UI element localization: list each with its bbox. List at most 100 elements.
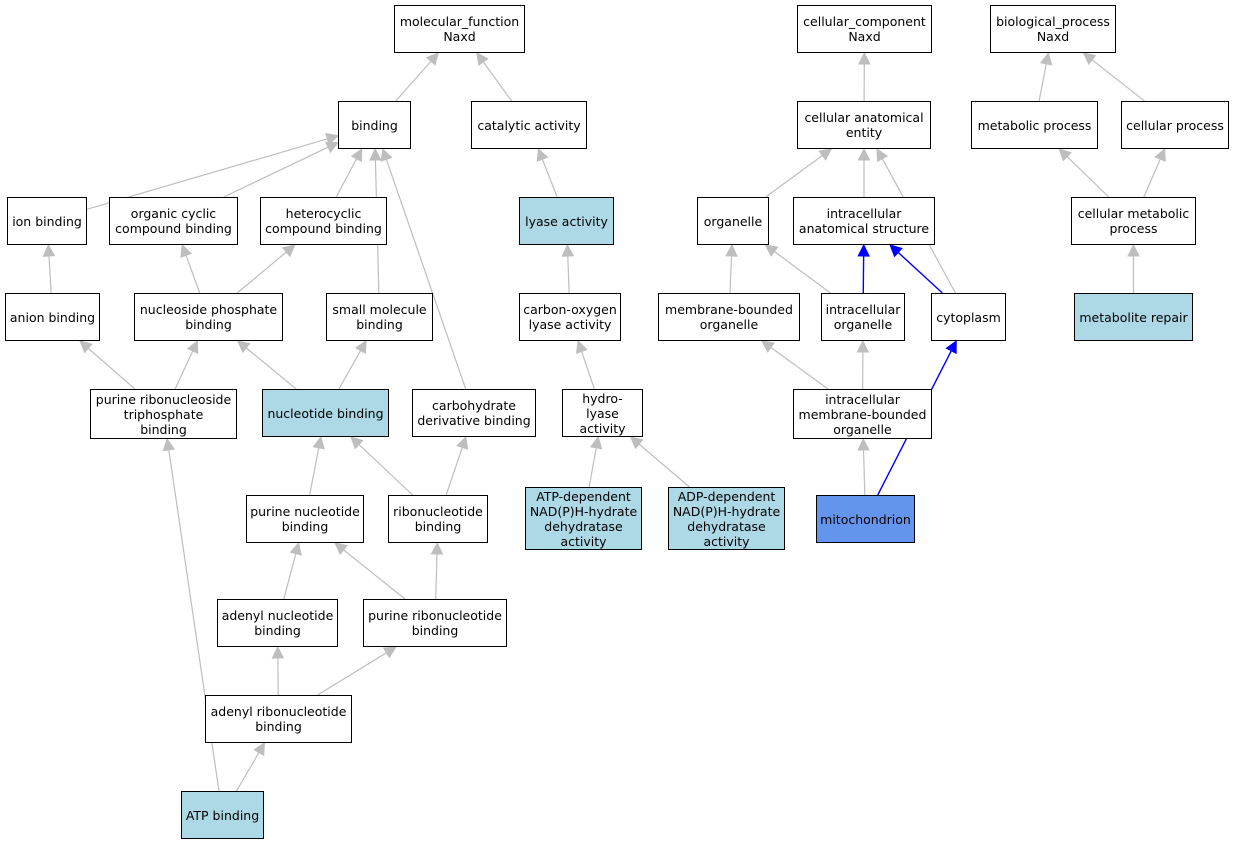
edge-arrowhead [380,147,393,162]
go-term-node[interactable]: adenyl ribonucleotide binding [205,695,352,743]
go-term-node[interactable]: cytoplasm [931,293,1006,341]
edge-line [87,347,136,390]
go-term-label: catalytic activity [477,117,581,133]
edge-arrowhead [281,244,296,258]
go-term-node[interactable]: purine ribonucleotide binding [363,599,507,647]
edge-line [638,443,690,488]
edge-arrowhead [1154,147,1166,163]
go-term-node[interactable]: intracellular membrane-bounded organelle [793,389,932,439]
go-term-node[interactable]: cellular process [1121,101,1229,149]
edge-arrowhead [1127,243,1140,257]
edge-arrowhead [725,243,738,257]
go-term-node[interactable]: purine ribonucleoside triphosphate bindi… [90,389,237,439]
go-term-node[interactable]: cellular anatomical entity [797,101,931,149]
go-term-node[interactable]: ATP-dependent NAD(P)H-hydrate dehydratas… [525,487,642,550]
edge-arrowhead [382,646,397,659]
edge-line [729,255,733,294]
edge-arrowhead [324,141,340,154]
edge-arrowhead [1058,148,1072,162]
go-term-label: binding [351,117,398,133]
edge-arrowhead [325,132,340,145]
edge-arrowhead [271,645,285,659]
go-term-label: ADP-dependent NAD(P)H-hydrate dehydratas… [672,488,781,549]
go-term-node[interactable]: ADP-dependent NAD(P)H-hydrate dehydratas… [668,487,785,550]
edge-line [773,251,831,294]
go-term-label: metabolic process [977,117,1092,133]
go-term-node[interactable]: organic cyclic compound binding [109,197,238,245]
go-term-node[interactable]: ATP binding [181,791,264,839]
edge-line [588,447,597,488]
edge-arrowhead [42,243,56,257]
go-term-node[interactable]: metabolic process [971,101,1098,149]
edge-line [223,146,329,198]
edge-line [1143,158,1161,198]
go-term-node[interactable]: intracellular anatomical structure [793,197,935,245]
go-term-node[interactable]: catalytic activity [471,101,587,149]
edge-line [770,346,829,390]
go-term-node[interactable]: lyase activity [519,197,614,245]
go-term-node[interactable]: intracellular organelle [821,293,905,341]
go-term-label: ribonucleotide binding [393,504,483,534]
go-term-node[interactable]: cellular_component Naxd [797,5,932,53]
edge-arrowhead [425,52,439,66]
edge-line [335,158,358,198]
edge-arrowhead [236,340,251,354]
edge-arrowhead [253,742,266,757]
edge-arrowhead [858,51,871,65]
go-term-label: cellular metabolic process [1077,206,1190,236]
go-term-node[interactable]: ribonucleotide binding [388,495,488,543]
go-term-node[interactable]: adenyl nucleotide binding [217,599,338,647]
edge-line [343,549,406,600]
go-term-label: intracellular organelle [825,302,901,332]
go-term-node[interactable]: metabolite repair [1074,293,1193,341]
go-term-node[interactable]: small molecule binding [326,293,433,341]
go-term-node[interactable]: ion binding [7,197,87,245]
go-term-node[interactable]: nucleotide binding [262,389,389,437]
go-term-label: purine nucleotide binding [250,504,360,534]
edge-line [765,155,823,198]
go-term-label: intracellular anatomical structure [798,206,930,236]
go-term-node[interactable]: carbohydrate derivative binding [412,389,536,437]
go-term-node[interactable]: membrane-bounded organelle [658,293,800,341]
edge-line [897,251,943,294]
edge-arrowhead [162,437,176,452]
go-term-node[interactable]: molecular_function Naxd [394,5,525,53]
edge-line [236,251,287,294]
go-term-label: purine ribonucleoside triphosphate bindi… [95,391,232,437]
edge-line [482,61,513,102]
go-term-label: biological_process Naxd [996,14,1110,44]
go-term-label: heterocyclic compound binding [265,206,382,236]
go-term-node[interactable]: nucleoside phosphate binding [134,293,283,341]
edge-arrowhead [186,339,199,355]
go-term-node[interactable]: purine nucleotide binding [246,495,364,543]
edge-arrowhead [945,340,957,355]
edge-arrowhead [575,339,588,354]
go-term-node[interactable]: hydro-lyase activity [562,389,643,437]
go-term-node[interactable]: binding [338,101,411,149]
edge-arrowhead [289,541,302,556]
go-term-node[interactable]: carbon-oxygen lyase activity [519,293,621,341]
go-term-node[interactable]: cellular metabolic process [1071,197,1196,245]
go-term-label: adenyl nucleotide binding [221,608,334,638]
go-term-label: carbon-oxygen lyase activity [523,302,617,332]
edge-arrowhead [857,437,870,451]
edge-line [1038,63,1047,102]
go-term-label: ATP-dependent NAD(P)H-hydrate dehydratas… [529,488,638,549]
go-term-label: mitochondrion [820,511,911,527]
go-term-node[interactable]: heterocyclic compound binding [260,197,387,245]
go-term-label: intracellular membrane-bounded organelle [798,391,927,437]
edge-line [435,553,438,600]
go-term-node[interactable]: anion binding [5,293,100,341]
go-term-label: cellular_component Naxd [803,14,926,44]
go-term-label: cytoplasm [936,309,1001,325]
edge-arrowhead [369,147,382,161]
go-term-node[interactable]: mitochondrion [816,495,915,543]
go-term-node[interactable]: organelle [697,197,769,245]
go-term-label: anion binding [9,309,96,325]
edge-arrowhead [350,148,363,163]
edge-line [174,350,194,390]
go-term-node[interactable]: biological_process Naxd [990,5,1116,53]
edge-line [1066,156,1110,198]
edge-arrowhead [876,148,889,163]
edge-line [395,60,432,102]
